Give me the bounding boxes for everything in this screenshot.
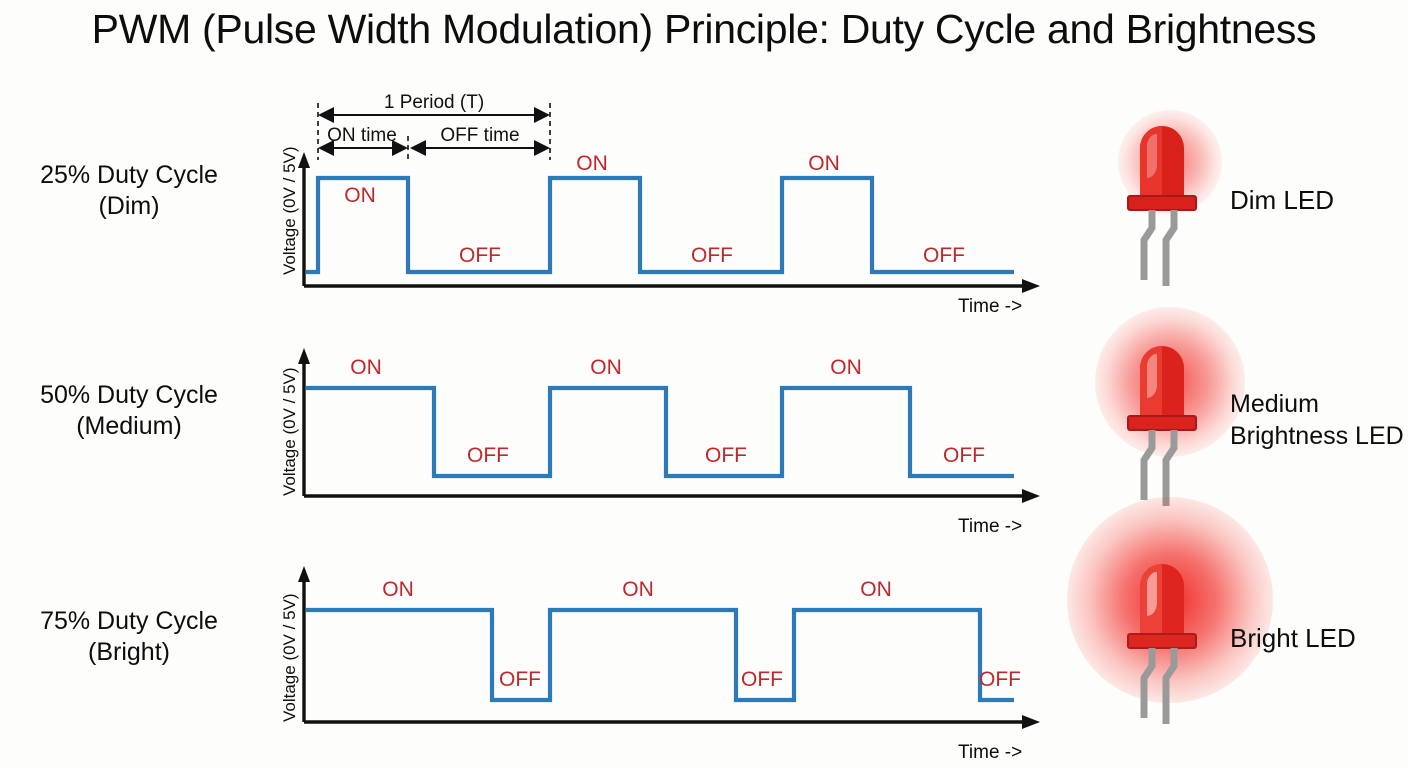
y-axis-label: Voltage (0V / 5V) (280, 593, 299, 722)
svg-text:ON: ON (590, 356, 622, 379)
svg-text:OFF: OFF (943, 444, 985, 467)
led-label-dim: Dim LED (1230, 185, 1335, 215)
svg-text:ON: ON (350, 356, 382, 379)
svg-text:OFF: OFF (705, 444, 747, 467)
svg-text:OFF: OFF (499, 668, 541, 691)
pwm-row-25: 25% Duty Cycle (Dim) Voltage (0V / 5V) T… (0, 90, 1408, 317)
led-icon (1067, 497, 1273, 726)
svg-text:ON time: ON time (327, 125, 397, 146)
led-label-line1: Medium (1230, 390, 1319, 418)
x-axis-label: Time -> (958, 516, 1023, 537)
waveform-svg-75: ON ON ON OFF OFF OFF (298, 566, 1040, 729)
led-graphic (1127, 346, 1197, 506)
waveform-svg-25: 1 Period (T) ON time OFF time ON ON ON O… (298, 92, 1040, 293)
svg-text:ON: ON (382, 578, 414, 601)
svg-text:OFF: OFF (923, 244, 965, 267)
duty-cycle-label-line2: (Bright) (88, 638, 170, 666)
waveform-svg-50: ON ON ON OFF OFF OFF (298, 348, 1040, 503)
svg-text:OFF: OFF (741, 668, 783, 691)
svg-text:OFF: OFF (979, 668, 1021, 691)
pwm-row-50: 50% Duty Cycle (Medium) Voltage (0V / 5V… (0, 310, 1408, 537)
svg-text:ON: ON (576, 152, 608, 175)
led-icon (1095, 307, 1245, 508)
svg-text:ON: ON (830, 356, 862, 379)
svg-text:ON: ON (860, 578, 892, 601)
svg-text:1 Period (T): 1 Period (T) (384, 92, 484, 113)
duty-cycle-label-line1: 75% Duty Cycle (40, 607, 218, 635)
waveform-plot-50: Voltage (0V / 5V) Time -> ON ON ON OFF O… (258, 310, 1078, 537)
y-axis-label: Voltage (0V / 5V) (280, 146, 299, 275)
led-cell-dim: Dim LED (1078, 90, 1408, 310)
pwm-row-75: 75% Duty Cycle (Bright) Voltage (0V / 5V… (0, 528, 1408, 763)
duty-cycle-label-line1: 25% Duty Cycle (40, 161, 218, 189)
svg-text:ON: ON (622, 578, 654, 601)
x-axis-label: Time -> (958, 742, 1023, 763)
svg-text:OFF time: OFF time (440, 125, 519, 146)
waveform-plot-75: Voltage (0V / 5V) Time -> ON ON ON OFF O… (258, 528, 1078, 763)
svg-text:ON: ON (344, 184, 376, 207)
led-cell-bright: Bright LED (1067, 497, 1408, 748)
duty-cycle-label-50: 50% Duty Cycle (Medium) (0, 380, 258, 442)
svg-text:OFF: OFF (467, 444, 509, 467)
svg-text:OFF: OFF (459, 244, 501, 267)
led-label-line2: Brightness LED (1230, 422, 1404, 450)
svg-text:OFF: OFF (691, 244, 733, 267)
led-graphic (1127, 564, 1197, 724)
led-graphic (1127, 126, 1197, 286)
led-label-bright: Bright LED (1230, 623, 1356, 653)
duty-cycle-label-line1: 50% Duty Cycle (40, 381, 218, 409)
waveform-plot-25: Voltage (0V / 5V) Time -> 1 Per (258, 90, 1078, 317)
duty-cycle-label-75: 75% Duty Cycle (Bright) (0, 606, 258, 668)
page-title: PWM (Pulse Width Modulation) Principle: … (91, 6, 1317, 52)
x-axis-label: Time -> (958, 296, 1023, 317)
svg-text:ON: ON (808, 152, 840, 175)
duty-cycle-label-line2: (Medium) (76, 412, 182, 440)
led-icon (1100, 108, 1240, 288)
led-label-medium: Medium Brightness LED (1230, 310, 1408, 530)
led-cell-medium: Medium Brightness LED (1078, 307, 1408, 530)
duty-cycle-label-25: 25% Duty Cycle (Dim) (0, 160, 258, 222)
y-axis-label: Voltage (0V / 5V) (280, 367, 299, 496)
duty-cycle-label-line2: (Dim) (98, 192, 160, 220)
